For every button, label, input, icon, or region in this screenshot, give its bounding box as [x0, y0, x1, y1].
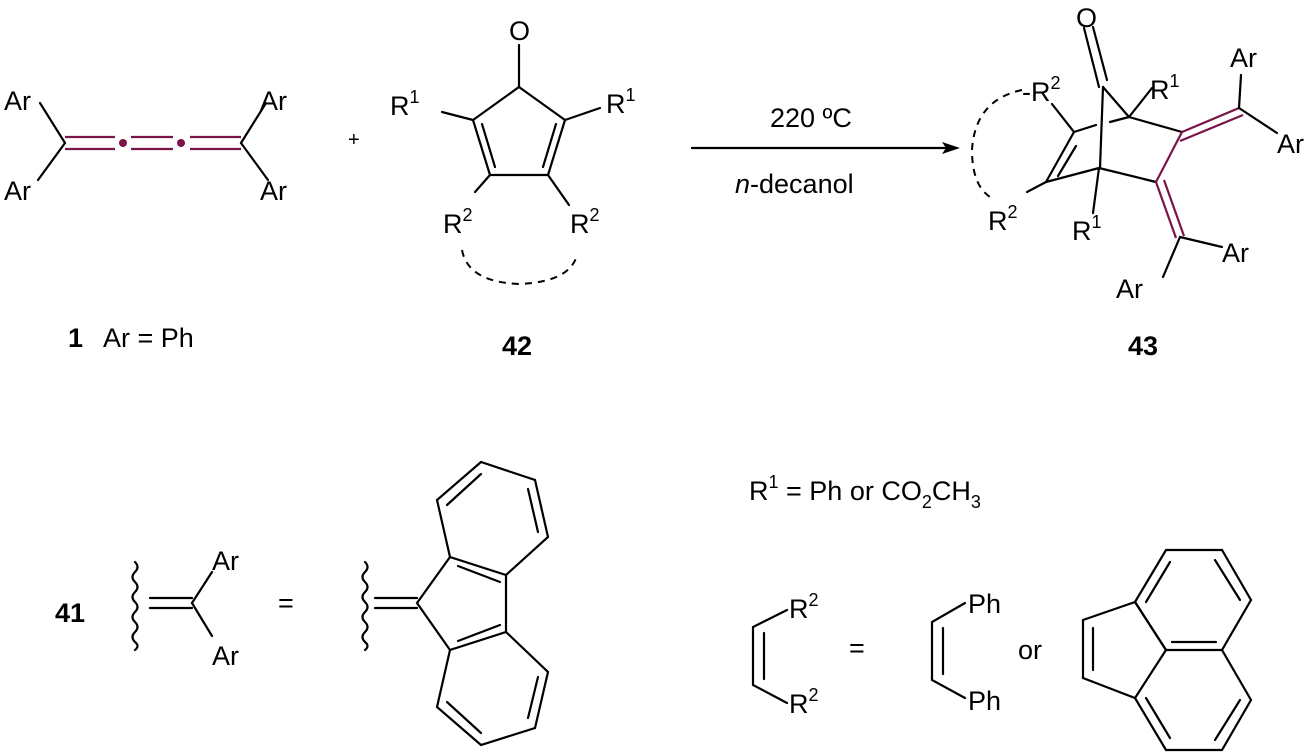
- ph-label: Ph: [968, 589, 1001, 619]
- aryl-label: Ar: [1230, 43, 1257, 73]
- r1-label: R1: [606, 85, 636, 119]
- r1-definition: R1 = Ph or CO2CH3: [749, 472, 981, 512]
- r2-label: R2: [789, 685, 819, 719]
- r1-label: R1: [390, 87, 420, 121]
- compound-number: 42: [502, 331, 532, 361]
- r2-label: R2: [988, 202, 1018, 236]
- compound-41-definition: 41 Ar Ar =: [55, 460, 550, 747]
- reaction-arrow: 220 ºC n-decanol: [690, 103, 960, 199]
- r2-label: R2: [570, 205, 600, 239]
- plus-sign: +: [348, 129, 360, 151]
- oxygen-label: O: [509, 16, 530, 46]
- aryl-label: Ar: [260, 176, 287, 206]
- compound-definition: Ar = Ph: [103, 323, 194, 353]
- aryl-label: Ar: [4, 86, 31, 116]
- aryl-label: Ar: [4, 176, 31, 206]
- equals-sign: =: [278, 588, 294, 618]
- wavy-bond-icon: [131, 560, 139, 652]
- compound-number: 1: [68, 323, 83, 353]
- substituent-definitions: R1 = Ph or CO2CH3 R2 R2 = Ph Ph or: [749, 472, 1253, 752]
- compound-42-cyclopentadienone: O R1 R1 R2 R2 42: [390, 16, 636, 361]
- aryl-label: Ar: [260, 86, 287, 116]
- r1-label: R1: [1072, 212, 1102, 246]
- compound-43-product: O R1 R1 -R2 R2 Ar Ar Ar Ar 43: [970, 3, 1304, 361]
- r2-label: -R2: [1022, 73, 1061, 107]
- arrowhead-icon: [942, 142, 960, 154]
- oxygen-label: O: [1076, 3, 1097, 33]
- carbon-dot: [119, 139, 127, 147]
- aryl-label: Ar: [212, 641, 239, 671]
- compound-1-butatriene: Ar Ar Ar Ar 1 Ar = Ph: [4, 86, 287, 353]
- carbon-dot: [177, 139, 185, 147]
- aryl-label: Ar: [212, 546, 239, 576]
- acenaphthylene-structure: [1081, 548, 1253, 752]
- wavy-bond-icon: [361, 560, 369, 652]
- ph-label: Ph: [968, 686, 1001, 716]
- condition-temperature: 220 ºC: [770, 103, 852, 133]
- r2-label: R2: [789, 590, 819, 624]
- aryl-label: Ar: [1222, 238, 1249, 268]
- r1-label: R1: [1150, 71, 1180, 105]
- aryl-label: Ar: [1277, 129, 1304, 159]
- r2-label: R2: [443, 205, 473, 239]
- compound-number: 43: [1128, 331, 1158, 361]
- compound-number: 41: [55, 598, 85, 628]
- aryl-label: Ar: [1116, 274, 1143, 304]
- condition-solvent: n-decanol: [735, 169, 854, 199]
- or-label: or: [1018, 635, 1042, 665]
- cumulene-bonds: [65, 135, 241, 151]
- equals-sign: =: [849, 633, 865, 663]
- fluorenylidene-structure: [361, 460, 550, 747]
